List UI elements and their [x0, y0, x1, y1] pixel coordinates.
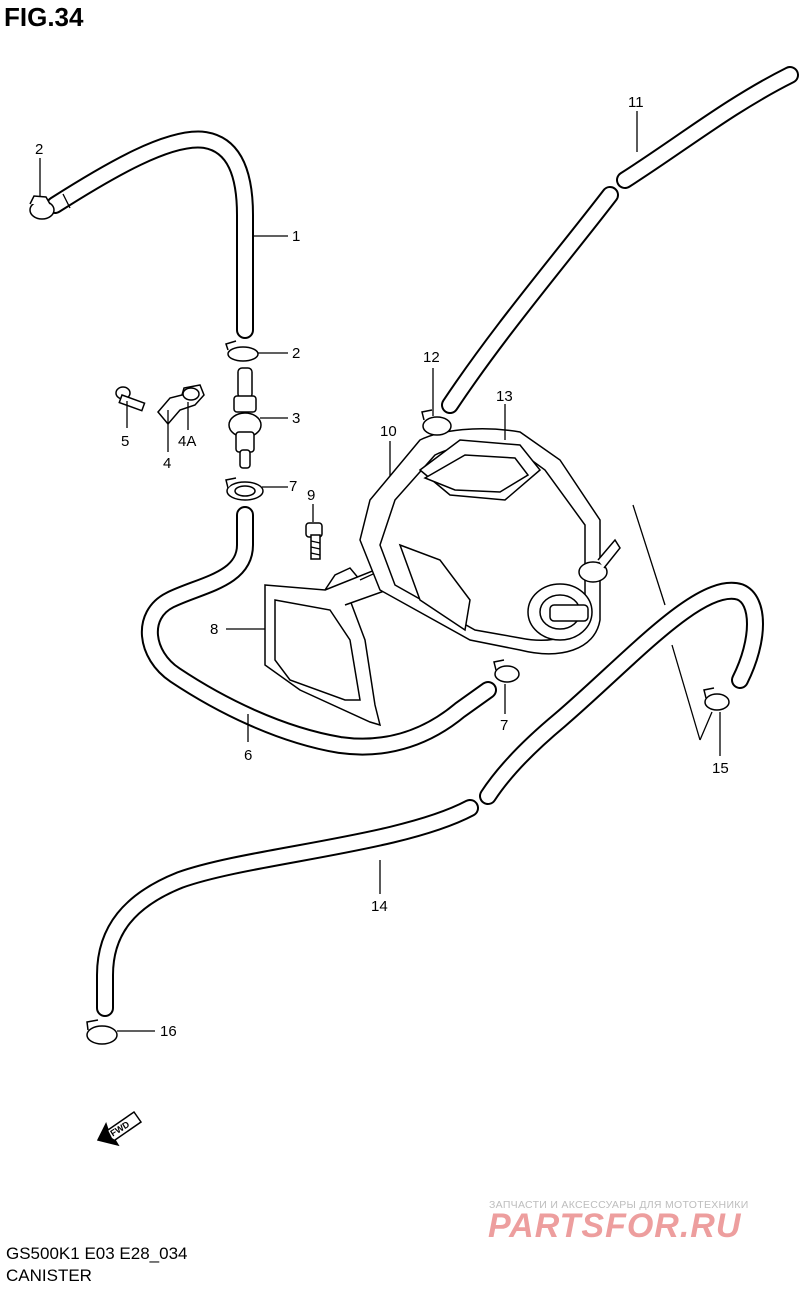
bracket-4	[157, 384, 205, 426]
clamp-7-upper	[225, 477, 264, 501]
callout-4a: 4A	[178, 433, 196, 450]
callout-13: 13	[496, 388, 513, 405]
clamp-2-lower	[225, 340, 259, 362]
clamp-2-upper	[29, 195, 55, 220]
callout-2-top: 2	[35, 141, 43, 158]
callout-12: 12	[423, 349, 440, 366]
bolt-5	[115, 386, 146, 412]
callout-7-lower: 7	[500, 717, 508, 734]
canister-13	[359, 428, 621, 655]
watermark-brand: PARTSFOR.RU	[488, 1207, 742, 1245]
fwd-direction-marker: FWD	[96, 1110, 143, 1147]
clamp-15	[703, 687, 730, 711]
callout-3: 3	[292, 410, 300, 427]
callout-16: 16	[160, 1023, 177, 1040]
clamp-16	[86, 1019, 118, 1045]
callout-numbers: 2 1 2 3 5 4A 4 7 9 10 12 13 11 8 6 7 15 …	[35, 94, 729, 1040]
callout-8: 8	[210, 621, 218, 638]
watermark-tagline: ЗАПЧАСТИ И АКСЕССУАРЫ ДЛЯ МОТОТЕХНИКИ	[489, 1199, 749, 1211]
figure-title: FIG.34	[4, 2, 84, 32]
hose-14	[96, 581, 764, 1017]
clamp-12	[421, 409, 452, 436]
bolt-9	[305, 522, 323, 560]
callout-9: 9	[307, 487, 315, 504]
callout-4: 4	[163, 455, 171, 472]
hose-11	[441, 66, 799, 414]
bracket-8	[264, 547, 431, 727]
callout-15: 15	[712, 760, 729, 777]
clamp-7-lower	[493, 659, 520, 683]
hose-1	[46, 130, 254, 339]
callout-10: 10	[380, 423, 397, 440]
callout-5: 5	[121, 433, 129, 450]
callout-6: 6	[244, 747, 252, 764]
reference-lines	[632, 504, 713, 741]
callout-2: 2	[292, 345, 300, 362]
callout-11: 11	[628, 94, 644, 111]
model-code: GS500K1 E03 E28_034	[6, 1244, 188, 1263]
callout-1: 1	[292, 228, 300, 245]
hose-6	[140, 506, 497, 756]
figure-name: CANISTER	[6, 1266, 92, 1285]
leader-lines	[39, 111, 721, 1032]
callout-7-upper: 7	[289, 478, 297, 495]
callout-14: 14	[371, 898, 388, 915]
valve-3	[228, 367, 262, 469]
